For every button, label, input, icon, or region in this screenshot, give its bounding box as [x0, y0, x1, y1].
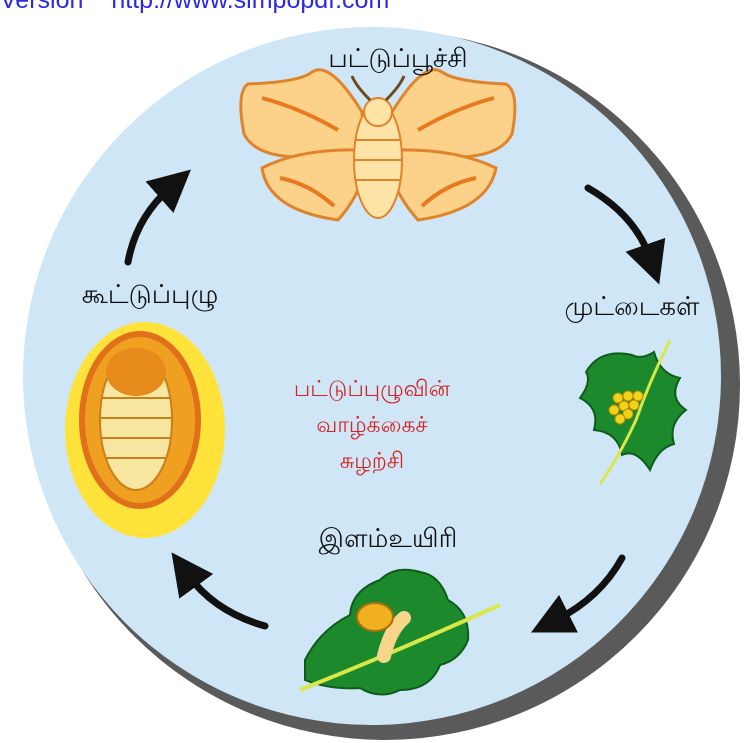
stage-label-larva: இளம்உயிரி: [319, 524, 458, 557]
diagram-title: பட்டுப்புழுவின் வாழ்க்கைச் சுழற்சி: [272, 372, 472, 480]
stage-label-moth: பட்டுப்பூச்சி: [328, 44, 467, 77]
diagram-title-line3: சுழற்சி: [272, 444, 472, 480]
diagram-title-line2: வாழ்க்கைச்: [272, 408, 472, 444]
stage-label-cocoon: கூட்டுப்புழு: [82, 280, 218, 313]
diagram-title-line1: பட்டுப்புழுவின்: [272, 372, 472, 408]
stage-label-eggs: முட்டைகள்: [565, 292, 700, 325]
cocoon-illustration: [65, 322, 225, 538]
